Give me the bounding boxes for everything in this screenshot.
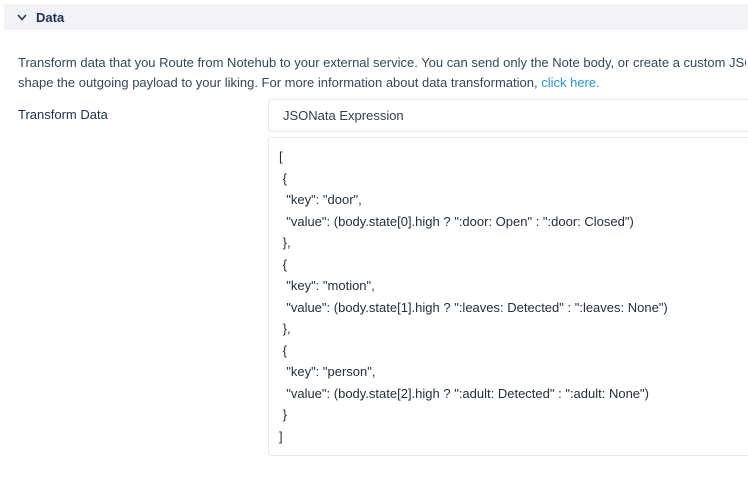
code-line: ] bbox=[279, 428, 283, 444]
section-title: Data bbox=[36, 9, 65, 25]
chevron-down-icon bbox=[16, 11, 28, 23]
code-line: "value": (body.state[1].high ? ":leaves:… bbox=[279, 299, 668, 315]
code-line: [ bbox=[279, 149, 283, 164]
code-line: "key": "motion", bbox=[279, 278, 375, 293]
code-line: "value": (body.state[0].high ? ":door: O… bbox=[279, 213, 634, 229]
transform-data-label: Transform Data bbox=[18, 107, 108, 122]
click-here-link[interactable]: click here. bbox=[541, 75, 600, 90]
code-line: { bbox=[279, 170, 287, 186]
data-section-header[interactable]: Data bbox=[4, 4, 748, 30]
jsonata-expression-editor[interactable]: [ { "key": "door", "value": (body.state[… bbox=[268, 137, 748, 456]
code-line: "value": (body.state[2].high ? ":adult: … bbox=[279, 385, 649, 401]
transform-type-select[interactable]: JSONata Expression bbox=[268, 99, 748, 132]
code-line: { bbox=[279, 256, 287, 272]
code-line: } bbox=[279, 407, 287, 422]
data-description: Transform data that you Route from Noteh… bbox=[18, 53, 746, 93]
code-line: }, bbox=[279, 321, 291, 336]
code-line: { bbox=[279, 342, 287, 358]
description-line-2-text: shape the outgoing payload to your likin… bbox=[18, 75, 542, 90]
code-line: }, bbox=[279, 235, 291, 250]
code-line: "key": "person", bbox=[279, 364, 376, 379]
code-line: "key": "door", bbox=[279, 192, 362, 207]
description-line-1: Transform data that you Route from Noteh… bbox=[18, 55, 746, 70]
description-line-2: shape the outgoing payload to your likin… bbox=[18, 73, 746, 93]
